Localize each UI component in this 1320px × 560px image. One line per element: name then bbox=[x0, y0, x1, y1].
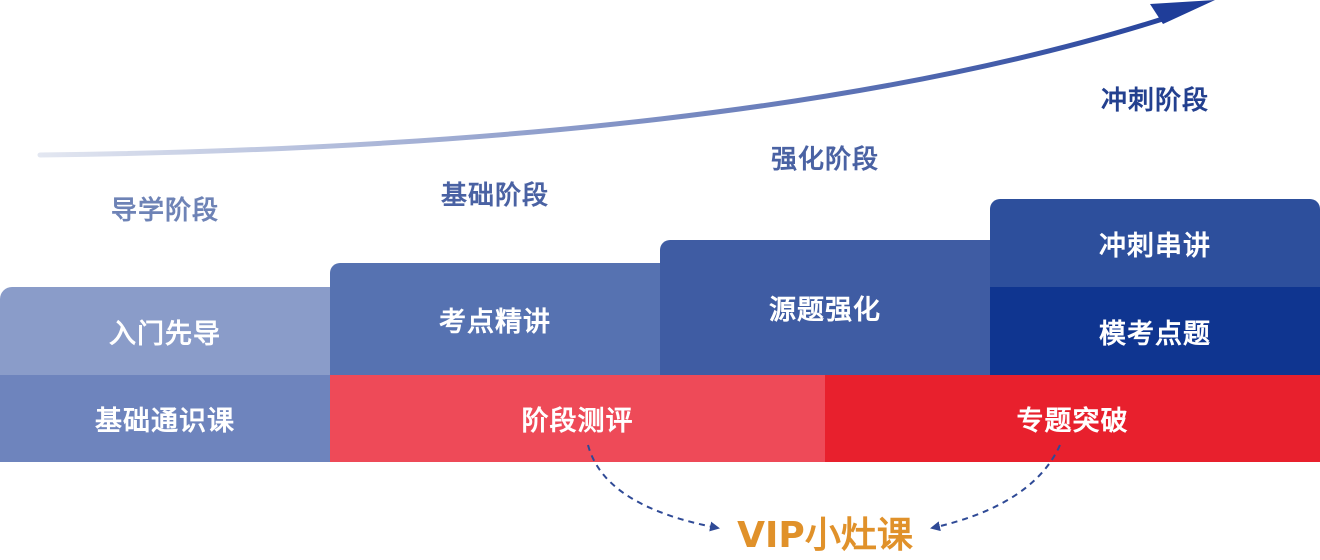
course-block-sprint-review: 冲刺串讲 bbox=[990, 199, 1320, 287]
course-label-stage-test: 阶段测评 bbox=[521, 406, 634, 437]
course-block-stage-test: 阶段测评 bbox=[330, 375, 825, 462]
course-block-general: 基础通识课 bbox=[0, 375, 330, 462]
course-block-special: 专题突破 bbox=[825, 375, 1320, 462]
stage-label-sprint: 冲刺阶段 bbox=[1100, 86, 1209, 116]
course-label-keypoints: 考点精讲 bbox=[439, 306, 551, 338]
stage-label-foundation: 基础阶段 bbox=[440, 181, 549, 211]
course-block-intro: 入门先导 bbox=[0, 287, 330, 375]
course-label-source: 源题强化 bbox=[769, 295, 881, 326]
course-block-keypoints: 考点精讲 bbox=[330, 263, 660, 375]
course-label-mock: 模考点题 bbox=[1099, 318, 1211, 350]
course-label-special: 专题突破 bbox=[1016, 406, 1129, 437]
course-block-mock: 模考点题 bbox=[990, 287, 1320, 375]
stage-label-intro: 导学阶段 bbox=[110, 196, 219, 226]
course-label-general: 基础通识课 bbox=[95, 406, 235, 437]
stage-label-intensive: 强化阶段 bbox=[770, 145, 879, 175]
course-label-intro: 入门先导 bbox=[109, 318, 221, 350]
course-label-sprint-review: 冲刺串讲 bbox=[1099, 230, 1211, 262]
vip-course-label: VIP小灶课 bbox=[737, 515, 913, 556]
course-block-source: 源题强化 bbox=[660, 240, 990, 375]
growth-arrow-head bbox=[1150, 0, 1215, 24]
